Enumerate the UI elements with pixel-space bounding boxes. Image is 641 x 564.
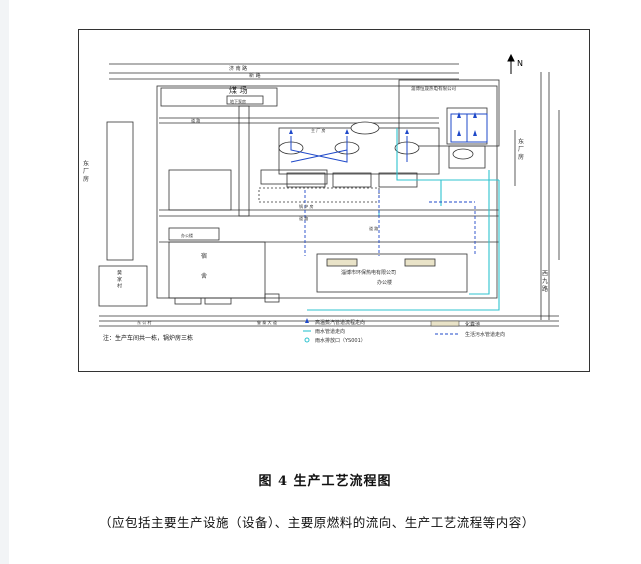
north-label: N: [517, 59, 523, 68]
label-boiler-plant: 锅 炉 房: [299, 203, 314, 209]
label-road-c: 道 路: [299, 215, 308, 221]
label-left-village: 黄 家 村: [116, 269, 122, 288]
label-dorm-a: 宿: [201, 252, 207, 260]
label-main-plant: 主 厂 房: [311, 127, 326, 133]
label-road-d: 道 路: [369, 225, 378, 231]
figure-legend: 高温蒸汽管道流程走向 雨水管道走向 雨水排放口（YS001） 化粪池 生活污水管…: [303, 318, 505, 344]
legend-item-septic: 化粪池: [465, 321, 480, 328]
north-arrow: [507, 53, 515, 74]
label-underground: 地下泵房: [230, 98, 246, 104]
label-coal-yard: 煤 场: [229, 85, 248, 95]
label-bottom-road: 鲁 泰 大 道: [257, 319, 277, 325]
site-plan-drawing: N 济 南 路 新 路 煤 场 地下泵房 道 路 主 厂 房 锅 炉 房 道 路…: [82, 53, 560, 344]
document-page: N 济 南 路 新 路 煤 场 地下泵房 道 路 主 厂 房 锅 炉 房 道 路…: [9, 0, 641, 564]
legend-item-rain: 雨水管道走向: [315, 328, 345, 335]
label-center-company: 淄博市环保热电有限公司: [341, 269, 396, 276]
figure-requirement-note: （应包括主要生产设施（设备）、主要原燃料的流向、生产工艺流程等内容）: [99, 515, 535, 530]
legend-item-steam: 高温蒸汽管道流程走向: [315, 319, 365, 326]
site-plan-figure: N 济 南 路 新 路 煤 场 地下泵房 道 路 主 厂 房 锅 炉 房 道 路…: [78, 29, 590, 372]
figure-note: 注：生产车间共一栋，锅炉房三栋: [103, 334, 193, 342]
label-factory-right: 淄博恒晟热电有限公司: [411, 85, 456, 92]
label-office: 办公楼: [181, 232, 193, 238]
legend-item-sewage: 生活污水管道走向: [465, 331, 505, 338]
label-left-factory: 东 厂 房: [82, 159, 89, 183]
label-street-top: 济 南 路: [229, 65, 247, 72]
label-right-factory: 东 厂 房: [517, 137, 524, 161]
label-right-road: 西 九 路: [541, 270, 548, 293]
figure-caption: 图 4 生产工艺流程图: [258, 474, 392, 489]
label-sub-top: 新 路: [249, 72, 261, 79]
label-dorm-b: 舍: [201, 272, 207, 280]
label-center-office: 办公楼: [377, 279, 392, 286]
label-bottom-left: 东 公 村: [137, 319, 152, 325]
label-road-a: 道 路: [191, 117, 200, 123]
legend-item-outlet: 雨水排放口（YS001）: [315, 337, 366, 344]
